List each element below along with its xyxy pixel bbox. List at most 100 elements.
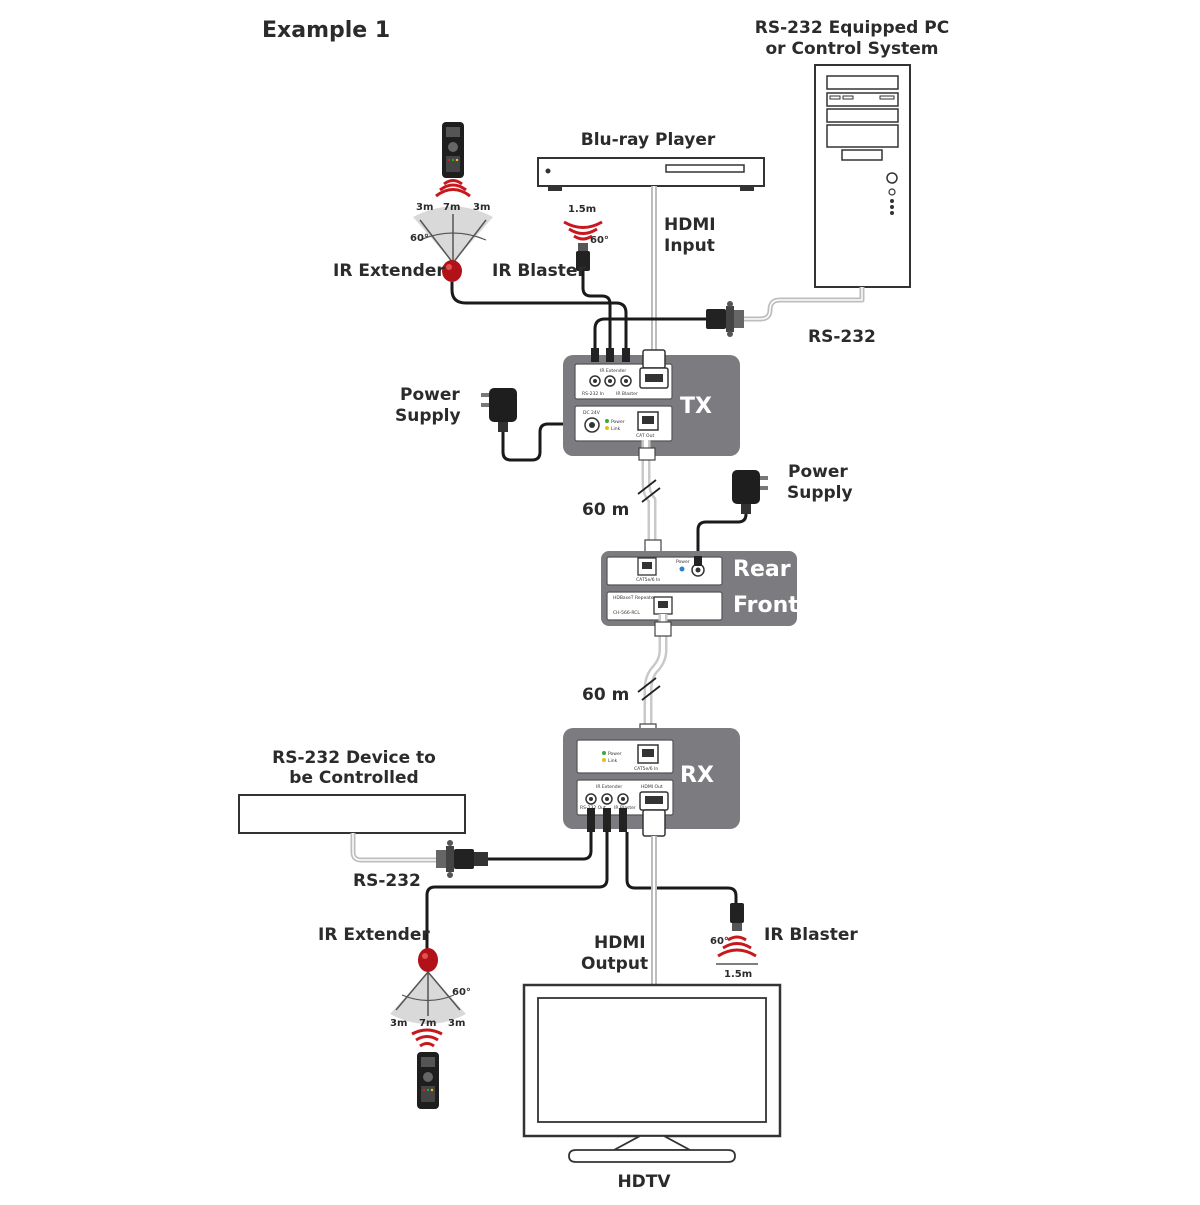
rx-hdmi-plug-icon bbox=[639, 791, 669, 837]
cable-break-2-icon bbox=[637, 677, 661, 701]
rs232-device-label: RS-232 Device to bbox=[272, 748, 436, 768]
ir-blaster-top-icon bbox=[576, 243, 590, 271]
hdmi-output-label: HDMI bbox=[594, 933, 646, 953]
ir-extender-top-angle: 60° bbox=[410, 233, 429, 244]
hdmi-output-label-2: Output bbox=[581, 954, 648, 974]
ir-extender-top-label: IR Extender bbox=[333, 261, 445, 281]
tx-cat-out-text: CAT Out bbox=[636, 433, 654, 439]
tx-cat-port-icon bbox=[637, 411, 659, 431]
tx-plugs-icon bbox=[591, 348, 630, 362]
tx-rs232-in-text: RS-232 In bbox=[582, 391, 604, 397]
ir-extender-coverage-bottom-icon bbox=[390, 971, 466, 1024]
rs232-bottom-label: RS-232 bbox=[353, 871, 421, 891]
diagram-title: Example 1 bbox=[262, 18, 390, 43]
ir-blaster-bottom-label: IR Blaster bbox=[764, 925, 858, 945]
distance-2-label: 60 m bbox=[582, 685, 629, 705]
pc-tower-icon bbox=[814, 64, 911, 288]
ir-blaster-cable-top bbox=[581, 270, 612, 350]
rx-rs232-jack-icon bbox=[585, 793, 597, 805]
ir-signal-bottom-icon bbox=[411, 1028, 443, 1048]
ir-extender-cable-top bbox=[450, 282, 628, 350]
ir-blaster-bottom-angle: 60° bbox=[710, 936, 729, 947]
repeater-cat-out-port-icon bbox=[653, 596, 673, 615]
remote-control-bottom-icon bbox=[417, 1052, 439, 1109]
tx-hdmi-plug-icon bbox=[639, 349, 669, 389]
tx-ir-extender-jack-icon bbox=[604, 375, 616, 387]
ir-extender-bottom-label: IR Extender bbox=[318, 925, 430, 945]
db9-connector-bottom-icon bbox=[436, 840, 488, 878]
power-cable-left bbox=[501, 422, 586, 462]
rx-link-led-icon bbox=[602, 758, 606, 762]
repeater-cat-in-port-icon bbox=[637, 557, 657, 576]
ir-blaster-top-label: IR Blaster bbox=[492, 261, 586, 281]
hdmi-input-label-2: Input bbox=[664, 236, 715, 256]
ir-extender-bottom-range-left: 3m bbox=[390, 1018, 407, 1029]
ir-extender-bottom-angle: 60° bbox=[452, 987, 471, 998]
power-adapter-right-icon bbox=[732, 470, 768, 514]
repeater-name-text: HDBaseT Repeater bbox=[613, 595, 656, 601]
ir-extender-top-range-right: 3m bbox=[473, 202, 490, 213]
repeater-cat-in-text: CAT5e/6 In bbox=[636, 577, 660, 583]
tx-dc-jack-icon bbox=[584, 417, 600, 433]
tx-label: TX bbox=[680, 394, 712, 419]
ir-blaster-signal-top-icon bbox=[563, 220, 603, 241]
repeater-model-text: CH-566-RCL bbox=[613, 610, 640, 616]
ir-blaster-cable-bottom bbox=[625, 832, 738, 905]
rs232-cable-top bbox=[593, 317, 706, 350]
tx-ir-blaster-text: IR Blaster bbox=[616, 391, 638, 397]
rx-power-text: Power bbox=[608, 751, 622, 757]
front-label: Front bbox=[733, 593, 799, 618]
power-cable-right bbox=[696, 513, 748, 562]
ir-extender-top-eye-icon bbox=[442, 260, 462, 282]
ir-extender-coverage-top-icon bbox=[413, 206, 493, 264]
tx-power-led-icon bbox=[605, 419, 609, 423]
tx-link-text: Link bbox=[611, 426, 621, 432]
power-supply-left-label-2: Supply bbox=[395, 406, 461, 426]
tx-power-text: Power bbox=[611, 419, 625, 425]
rs232-device-label-2: be Controlled bbox=[289, 768, 418, 788]
rx-link-text: Link bbox=[608, 758, 618, 764]
tx-ir-blaster-jack-icon bbox=[620, 375, 632, 387]
power-supply-right-label: Power bbox=[788, 462, 848, 482]
repeater-power-text: Power bbox=[676, 559, 690, 565]
repeater-dc-jack-icon bbox=[691, 556, 705, 577]
ir-extender-bottom-range-center: 7m bbox=[419, 1018, 436, 1029]
rx-ir-extender-text: IR Extender bbox=[596, 784, 622, 790]
rx-cat-in-text: CAT5e/6 In bbox=[634, 766, 658, 772]
ir-signal-top-icon bbox=[435, 179, 471, 198]
hdtv-label: HDTV bbox=[617, 1172, 671, 1192]
remote-control-top-icon bbox=[442, 122, 464, 178]
ir-blaster-top-range: 1.5m bbox=[568, 204, 596, 215]
rx-ir-blaster-jack-icon bbox=[617, 793, 629, 805]
tx-ir-extender-text: IR Extender bbox=[600, 368, 626, 374]
db9-connector-top-icon bbox=[706, 301, 744, 337]
repeater-power-led-icon bbox=[679, 566, 685, 572]
rs232-device-icon bbox=[238, 794, 466, 834]
tx-link-led-icon bbox=[605, 426, 609, 430]
hdtv-icon bbox=[522, 983, 782, 1163]
hdmi-input-label: HDMI bbox=[664, 215, 716, 235]
rear-label: Rear bbox=[733, 557, 791, 582]
ir-blaster-top-angle: 60° bbox=[590, 235, 609, 246]
ir-blaster-bottom-range: 1.5m bbox=[724, 969, 752, 980]
bluray-label: Blu-ray Player bbox=[581, 130, 716, 150]
ir-extender-bottom-eye-icon bbox=[418, 948, 438, 972]
ir-extender-top-range-center: 7m bbox=[443, 202, 460, 213]
rs232-pc-label-2: or Control System bbox=[766, 39, 939, 59]
rx-cat-port-icon bbox=[637, 744, 659, 764]
rs232-pc-label: RS-232 Equipped PC bbox=[755, 18, 949, 38]
ir-extender-cable-bottom bbox=[425, 832, 609, 950]
rs232-top-label: RS-232 bbox=[808, 327, 876, 347]
rs232-cable-bottom bbox=[488, 832, 593, 861]
ir-blaster-bottom-icon bbox=[730, 903, 744, 931]
power-supply-left-label: Power bbox=[400, 385, 460, 405]
tx-rs232-jack-icon bbox=[589, 375, 601, 387]
rx-hdmi-out-text: HDMI Out bbox=[641, 784, 663, 790]
rx-power-led-icon bbox=[602, 751, 606, 755]
power-supply-right-label-2: Supply bbox=[787, 483, 853, 503]
rx-plugs-icon bbox=[587, 808, 627, 832]
ir-extender-bottom-range-right: 3m bbox=[448, 1018, 465, 1029]
ir-blaster-signal-bottom-icon bbox=[716, 935, 758, 965]
ir-extender-top-range-left: 3m bbox=[416, 202, 433, 213]
